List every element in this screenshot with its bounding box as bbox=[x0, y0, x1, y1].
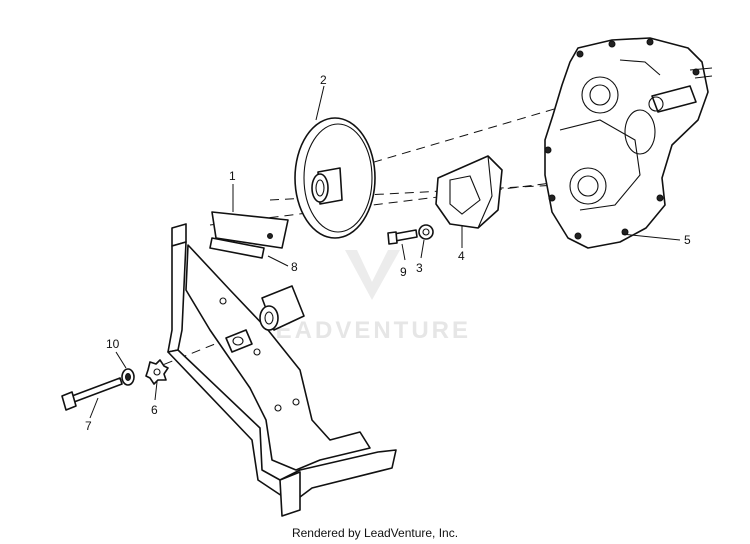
washer-10 bbox=[121, 368, 135, 386]
callout-1: 1 bbox=[229, 169, 236, 212]
bushing bbox=[259, 285, 305, 331]
callout-number: 10 bbox=[106, 337, 120, 351]
transmission-housing bbox=[544, 37, 713, 249]
callout-2: 2 bbox=[315, 73, 327, 121]
callout-8: 8 bbox=[267, 255, 298, 274]
callout-4: 4 bbox=[458, 226, 465, 263]
callout-10: 10 bbox=[106, 337, 127, 369]
washer-3 bbox=[418, 224, 434, 240]
callout-9: 9 bbox=[400, 243, 407, 279]
mounting-bracket bbox=[435, 155, 503, 229]
key-bracket bbox=[211, 211, 289, 249]
callout-3: 3 bbox=[416, 239, 425, 275]
callout-number: 9 bbox=[400, 265, 407, 279]
callout-number: 5 bbox=[684, 233, 691, 247]
star-washer bbox=[145, 359, 169, 385]
callout-number: 4 bbox=[458, 249, 465, 263]
bolt-9 bbox=[387, 229, 418, 245]
callout-number: 1 bbox=[229, 169, 236, 183]
pulley-sheave bbox=[294, 117, 376, 239]
shim bbox=[209, 237, 265, 259]
frame bbox=[167, 223, 397, 517]
long-bolt bbox=[61, 377, 123, 411]
callout-number: 6 bbox=[151, 403, 158, 417]
callout-5: 5 bbox=[621, 233, 691, 247]
callout-number: 7 bbox=[85, 419, 92, 433]
footer-credit: Rendered by LeadVenture, Inc. bbox=[291, 526, 459, 540]
callout-6: 6 bbox=[151, 381, 158, 417]
callout-number: 8 bbox=[291, 260, 298, 274]
callout-7: 7 bbox=[85, 397, 99, 433]
callout-number: 3 bbox=[416, 261, 423, 275]
callout-number: 2 bbox=[320, 73, 327, 87]
